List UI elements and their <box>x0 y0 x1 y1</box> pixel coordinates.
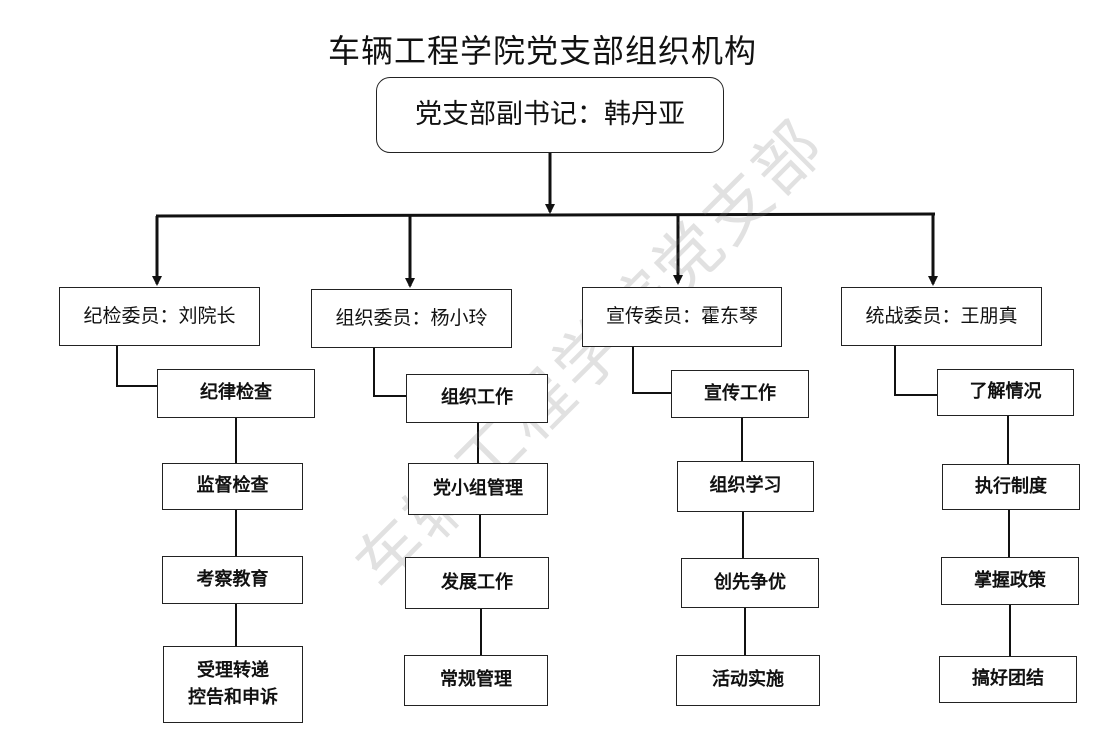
task-node: 活动实施 <box>676 655 820 706</box>
elbow-connector-4 <box>894 346 937 396</box>
task-node: 组织学习 <box>677 461 814 512</box>
task-node: 常规管理 <box>404 655 548 706</box>
chart-title: 车辆工程学院党支部组织机构 <box>327 32 757 70</box>
task-node: 组织工作 <box>406 374 548 423</box>
task-node: 考察教育 <box>162 556 303 604</box>
elbow-connector-2 <box>373 348 406 397</box>
task-node: 监督检查 <box>162 463 303 510</box>
task-node: 受理转递 控告和申诉 <box>163 646 303 723</box>
elbow-connector-1 <box>116 346 157 387</box>
member-node-discipline: 纪检委员：刘院长 <box>59 287 260 346</box>
task-node: 了解情况 <box>937 369 1074 416</box>
task-node: 掌握政策 <box>941 557 1079 605</box>
branch-bus <box>155 212 936 218</box>
task-node: 搞好团结 <box>939 656 1077 703</box>
member-node-organization: 组织委员：杨小玲 <box>311 289 512 348</box>
member-node-united-front: 统战委员：王朋真 <box>841 287 1042 346</box>
task-node: 党小组管理 <box>408 463 548 515</box>
task-node: 宣传工作 <box>671 370 809 418</box>
root-node: 党支部副书记：韩丹亚 <box>376 77 724 153</box>
task-node: 纪律检查 <box>157 369 315 418</box>
task-node: 执行制度 <box>942 464 1080 510</box>
task-node: 创先争优 <box>681 558 819 608</box>
member-node-publicity: 宣传委员：霍东琴 <box>582 287 782 347</box>
elbow-connector-3 <box>632 347 671 394</box>
task-node: 发展工作 <box>405 557 549 609</box>
